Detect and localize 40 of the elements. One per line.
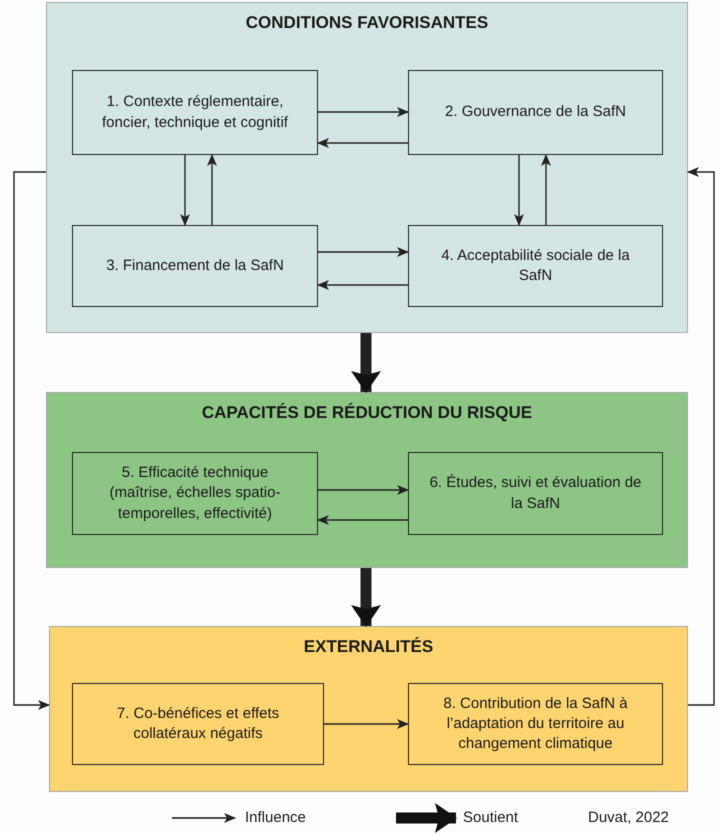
arrow: [317, 515, 408, 525]
arrow: [324, 719, 409, 729]
arrow: [180, 155, 190, 226]
factor-text: 4. Acceptabilité sociale de la SafN: [440, 246, 631, 286]
factor-box: [72, 225, 318, 307]
section-panel: [46, 2, 688, 333]
factor-text: 7. Co-bénéfices et effets collatéraux négatifs: [116, 704, 280, 744]
arrow: [317, 280, 408, 290]
factor-text: 8. Contribution de la SafN à l’adaptation du territoire au changement climatique: [442, 694, 629, 754]
legend-label: Influence: [245, 809, 306, 826]
arrow: [318, 107, 409, 117]
factor-text: 6. Études, suivi et évaluation de la SafN: [428, 473, 642, 514]
legend-label: Soutient: [463, 809, 518, 826]
factor-box: [72, 70, 318, 155]
thick-arrow: [351, 568, 381, 627]
arrow: [514, 155, 524, 226]
factor-text: 1. Contexte réglementaire, foncier, technique et cognitif: [101, 92, 289, 132]
arrow: [541, 154, 551, 225]
source-note: Duvat, 2022: [588, 809, 669, 826]
factor-box: [408, 683, 663, 765]
section-panel: [46, 392, 688, 568]
arrow: [317, 138, 408, 148]
arrow: [687, 167, 715, 706]
thick-arrow: [351, 333, 381, 393]
section-title: CAPACITÉS DE RÉDUCTION DU RISQUE: [200, 403, 534, 423]
factor-box: [72, 452, 318, 535]
factor-box: [72, 683, 324, 765]
factor-box: [408, 70, 663, 155]
section-title: CONDITIONS FAVORISANTES: [244, 13, 490, 33]
factor-box: [408, 225, 663, 307]
factor-text: 5. Efficacité technique (maîtrise, échelles spatio-temporelles, effectivité): [108, 463, 282, 524]
arrow: [13, 171, 50, 710]
factor-text: 2. Gouvernance de la SafN: [445, 102, 626, 122]
factor-box: [408, 452, 663, 535]
section-panel: [49, 626, 688, 792]
arrow: [318, 485, 409, 495]
arrow: [318, 247, 409, 257]
factor-text: 3. Financement de la SafN: [106, 256, 284, 276]
arrow: [207, 154, 217, 225]
section-title: EXTERNALITÉS: [302, 637, 434, 657]
